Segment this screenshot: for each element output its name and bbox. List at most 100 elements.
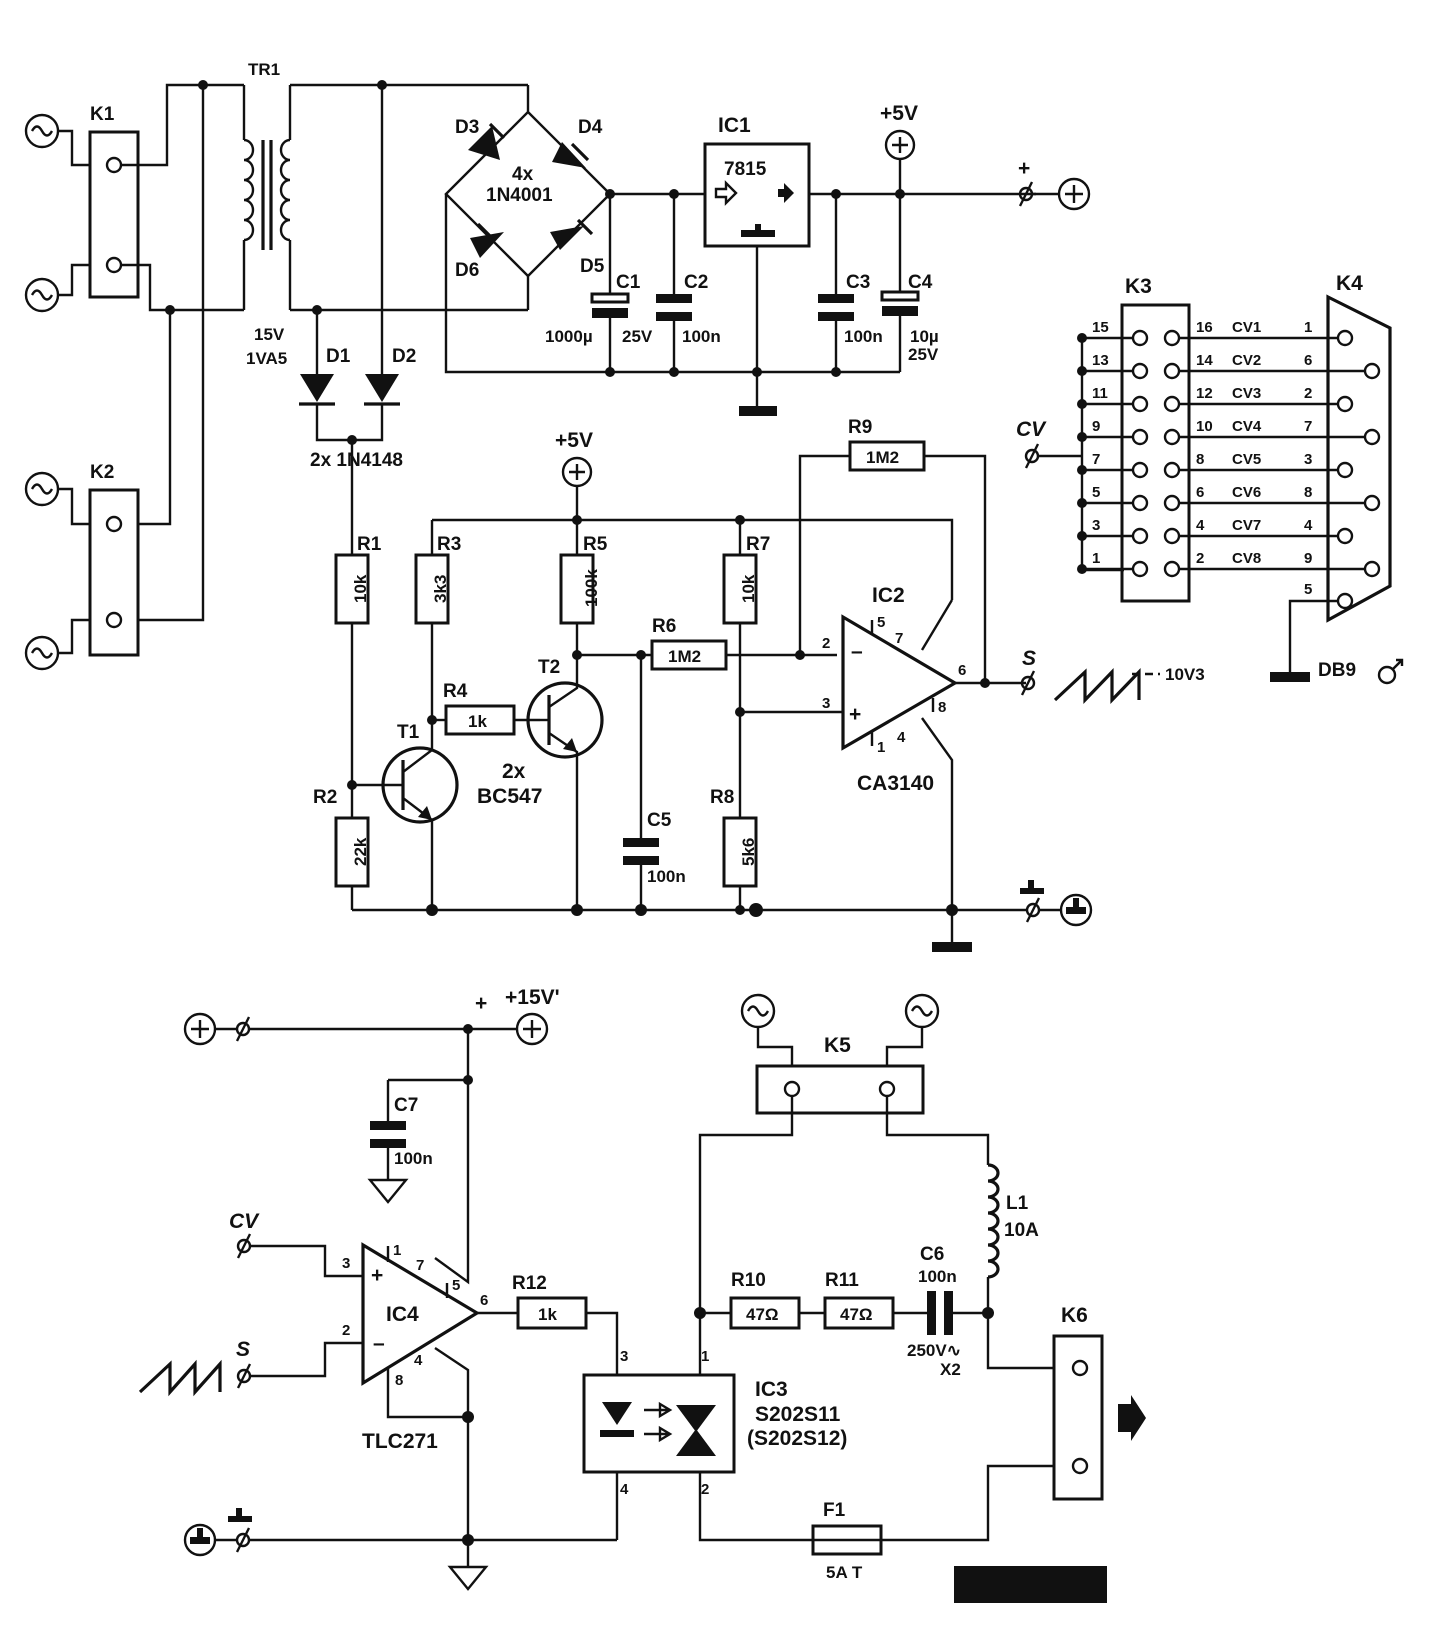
cv-input-label-2: CV (229, 1210, 260, 1233)
k3-header: K3 (1120, 275, 1191, 603)
ic4-pin-8: 8 (395, 1372, 403, 1389)
db9-pin (1336, 395, 1354, 413)
r12-value: 1k (538, 1305, 557, 1324)
c4-voltage: 25V (908, 345, 939, 364)
cv-channel-label: CV7 (1232, 517, 1261, 534)
svg-text:–: – (373, 1332, 385, 1355)
diode-d1: D1 (299, 310, 351, 406)
k3-pin-hole (1163, 560, 1181, 578)
resistor-r9: 1M2 R9 (798, 417, 987, 683)
k3-pin-hole (1163, 461, 1181, 479)
ic4-pin-5: 5 (452, 1277, 460, 1294)
k3-pin-hole (1131, 461, 1149, 479)
ic2-pin-2: 2 (822, 635, 830, 652)
c3-label: C3 (846, 272, 870, 293)
d3-label: D3 (455, 117, 479, 138)
k6-terminal-block: K6 (1052, 1304, 1104, 1501)
ic2-pin-8: 8 (938, 699, 946, 716)
plus-5v-terminal-top: +5V (880, 102, 918, 194)
ic4-pin-6: 6 (480, 1292, 488, 1309)
k3-pin-number: 5 (1092, 484, 1100, 501)
transistor-t1: T1 (352, 720, 459, 910)
r11-value: 47Ω (840, 1305, 873, 1324)
k3-pin-hole (1131, 329, 1149, 347)
cv-channel-label: CV5 (1232, 451, 1261, 468)
k5-terminal-block: K5 (755, 1034, 925, 1115)
r7-value: 10k (739, 574, 758, 603)
k3-pin-hole (1163, 494, 1181, 512)
plus-sign: + (1018, 157, 1030, 180)
ic4-label: IC4 (386, 1303, 419, 1326)
k3-pin-number: 14 (1196, 352, 1213, 369)
plus-5v-terminal-mid: +5V (555, 429, 593, 488)
db9-pin (1363, 560, 1381, 578)
c1-voltage: 25V (622, 327, 653, 346)
c2-value: 100n (682, 327, 721, 346)
ground-symbol-ic2 (932, 942, 972, 952)
ground-input-terminal (183, 1508, 252, 1557)
resistor-r3: 3k3 R3 (414, 520, 461, 720)
r6-value: 1M2 (668, 647, 701, 666)
mains-symbol-k5-left (740, 993, 776, 1029)
k3-pin-hole (1131, 527, 1149, 545)
capacitor-c2: C2 100n (656, 194, 721, 377)
db9-pin-number: 6 (1304, 352, 1312, 369)
r2-label: R2 (313, 787, 337, 808)
resistor-r11: 47Ω R11 (823, 1270, 895, 1330)
k3-pin-number: 2 (1196, 550, 1204, 567)
k1-terminal-block: K1 (88, 104, 140, 299)
cv-input-terminal: CV (1016, 418, 1082, 469)
regulator-ic1: 7815 IC1 (703, 114, 811, 248)
r11-label: R11 (825, 1270, 859, 1291)
diode-d2: D2 (364, 85, 416, 406)
c7-value: 100n (394, 1149, 433, 1168)
mains-symbol-k2-top (24, 471, 60, 507)
mains-symbol-k1-bottom (24, 277, 60, 313)
c4-label: C4 (908, 272, 933, 293)
k3-pin-number: 10 (1196, 418, 1213, 435)
c4-value: 10µ (910, 327, 939, 346)
db9-pin-number: 9 (1304, 550, 1312, 567)
male-connector-icon (1377, 665, 1397, 685)
ic3-pin-1: 1 (701, 1348, 709, 1365)
k3-pin-number: 11 (1092, 385, 1108, 402)
c6-label: C6 (920, 1244, 944, 1265)
c7-label: C7 (394, 1095, 418, 1116)
ic2-pin-1: 1 (877, 739, 885, 756)
k3-pin-number: 1 (1092, 550, 1100, 567)
k1-label: K1 (90, 104, 115, 125)
ic3-alt-type: (S202S12) (747, 1427, 847, 1450)
sawtooth-input-icon (138, 1359, 222, 1397)
ic1-type: 7815 (724, 159, 767, 180)
ic4-pin-3: 3 (342, 1255, 350, 1272)
d1d2-type: 2x 1N4148 (310, 450, 403, 471)
resistor-r8: 5k6 R8 (710, 787, 758, 910)
bridge-type: 1N4001 (486, 185, 553, 206)
ic3-type: S202S11 (755, 1403, 841, 1426)
r9-value: 1M2 (866, 448, 899, 467)
cv-channel-label: CV3 (1232, 385, 1261, 402)
resistor-r10: 47Ω R10 (729, 1270, 801, 1330)
k2-terminal-block: K2 (88, 462, 140, 657)
svg-text:+: + (849, 703, 861, 726)
k3-pin-hole (1131, 428, 1149, 446)
db9-ground-pin-number: 5 (1304, 581, 1312, 598)
k3-pin-number: 9 (1092, 418, 1100, 435)
k3-pin-hole (1131, 395, 1149, 413)
cv-channel-label: CV1 (1232, 319, 1261, 336)
cv-input-label: CV (1016, 418, 1047, 441)
k3-pin-number: 15 (1092, 319, 1109, 336)
ic2-type: CA3140 (857, 772, 934, 795)
ic1-label: IC1 (718, 114, 751, 137)
r8-label: R8 (710, 787, 734, 808)
k3-pin-hole (1163, 329, 1181, 347)
r3-label: R3 (437, 534, 461, 555)
k6-label: K6 (1061, 1304, 1088, 1327)
ic3-pin-2: 2 (701, 1481, 709, 1498)
ic2-pin-6: 6 (958, 662, 966, 679)
mains-symbol-k2-bottom (24, 635, 60, 671)
ic4-type: TLC271 (362, 1430, 438, 1453)
